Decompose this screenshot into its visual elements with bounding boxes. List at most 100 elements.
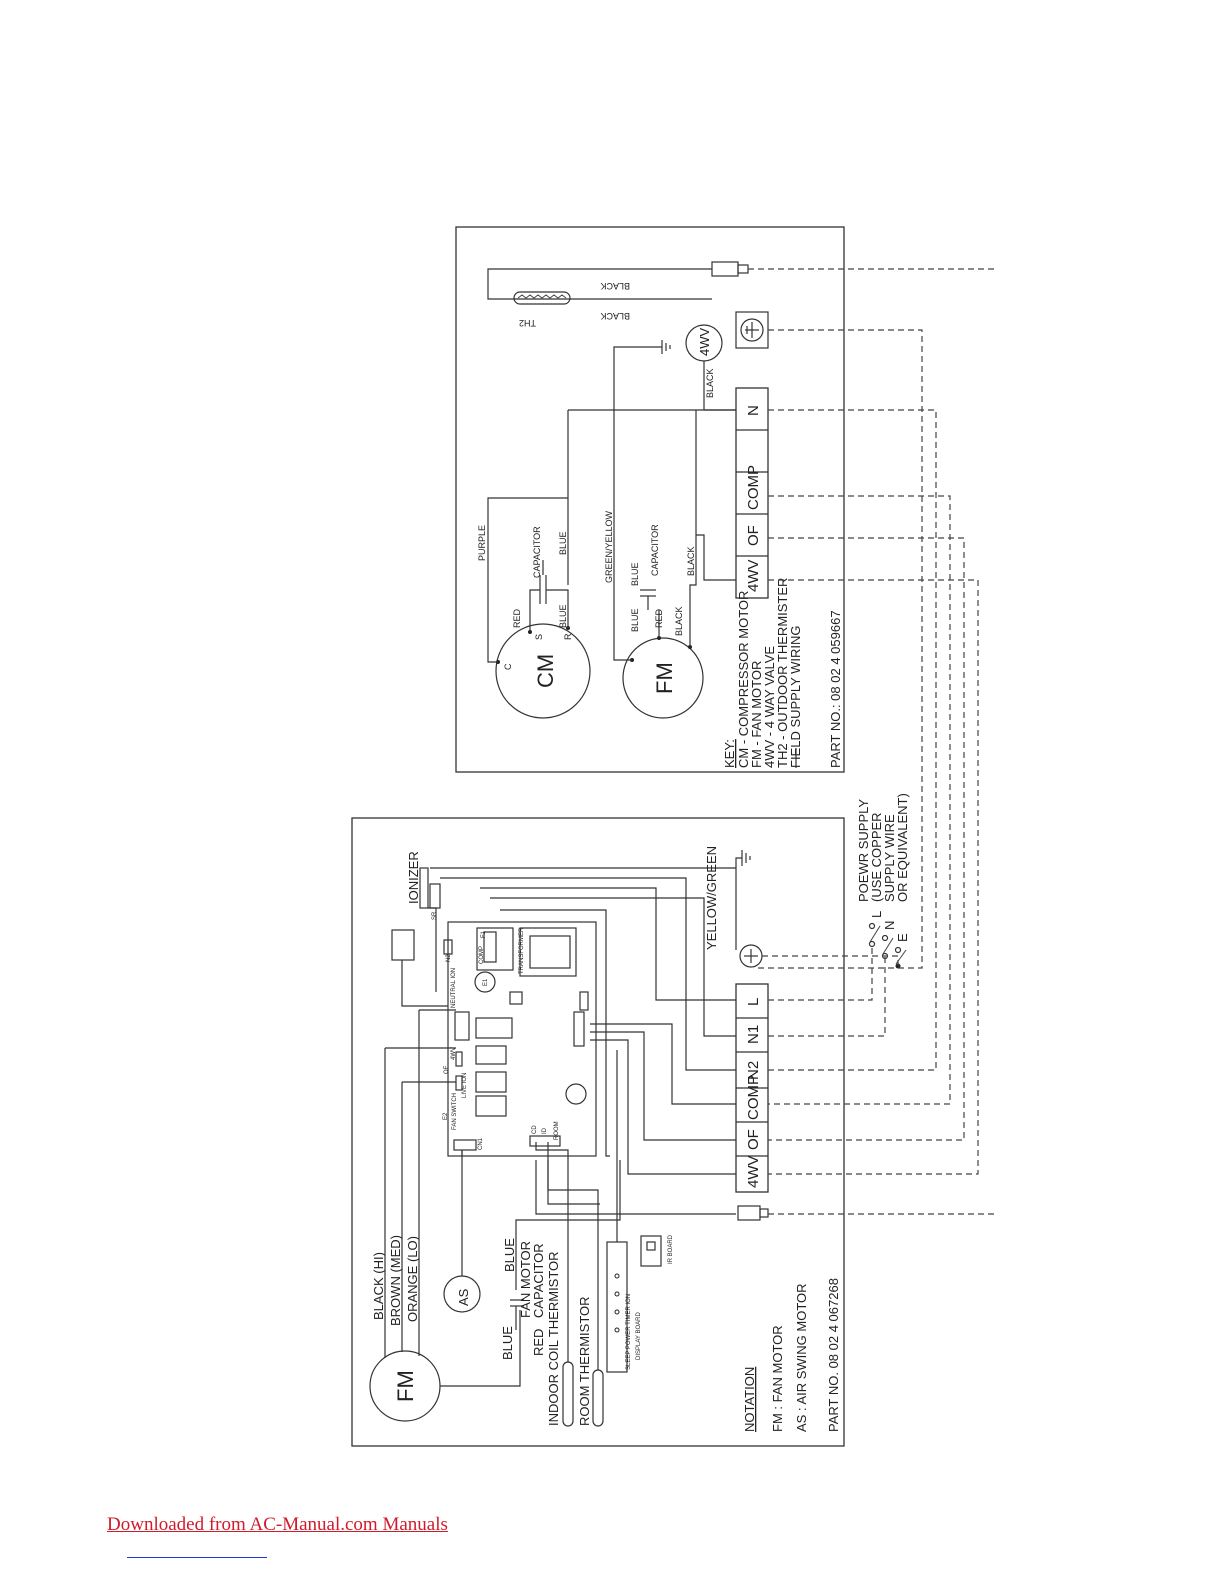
cap-blue-top-label: BLUE bbox=[502, 1238, 517, 1272]
switch-letter-n: N bbox=[882, 921, 897, 930]
indoor-fan-symbol: FM bbox=[393, 1370, 418, 1402]
air-swing-symbol: AS bbox=[456, 1288, 471, 1306]
wire-greenyellow-label: GREEN/YELLOW bbox=[604, 510, 614, 583]
switch-letter-l: L bbox=[869, 911, 884, 918]
indoor-ground: YELLOW/GREEN bbox=[704, 846, 763, 968]
e1-component bbox=[474, 971, 496, 993]
yellow-green-label: YELLOW/GREEN bbox=[704, 846, 719, 950]
fan-red-label: RED bbox=[654, 608, 664, 628]
power-supply-line-1: POEWR SUPPLY bbox=[856, 799, 871, 902]
wire-black-label: BLACK bbox=[686, 546, 696, 576]
ir-board-label: IR BOARD bbox=[668, 1234, 674, 1264]
cap-label-1: FAN MOTOR bbox=[518, 1241, 533, 1318]
outdoor-unit-panel: BLACK BLACK TH2 4WV BLACK bbox=[455, 226, 845, 773]
th2-wire-top-label: BLACK bbox=[600, 281, 630, 291]
outdoor-panel-border bbox=[455, 226, 845, 773]
switch-letter-e: E bbox=[895, 933, 910, 942]
indoor-terminal-block: L N1 N2 COMP OF 4WV bbox=[735, 983, 769, 1221]
main-pcb: TRANSFORMER NEUTRAL ION N2 CN1 FAN SWITC… bbox=[429, 883, 597, 1157]
indoor-unit-panel: FM BLACK (HI) BROWN (MED) ORANGE (LO) AS… bbox=[351, 793, 910, 1447]
pcb-label-sr: SR bbox=[432, 911, 438, 920]
display-board: SLEEP POWER TIMER ION DISPLAY BOARD bbox=[606, 1050, 642, 1373]
wire-hi-label: BLACK (HI) bbox=[371, 1252, 386, 1320]
key-line-fm: FM - FAN MOTOR bbox=[749, 661, 764, 768]
indoor-notation: NOTATION FM : FAN MOTOR AS : AIR SWING M… bbox=[742, 1278, 841, 1432]
pcb-label-fan-switch: FAN SWITCH bbox=[452, 1093, 458, 1130]
air-swing-motor: AS bbox=[443, 1150, 481, 1313]
outdoor-ground-terminal bbox=[735, 311, 769, 349]
power-supply-line-2: (USE COPPER bbox=[869, 812, 884, 902]
indoor-terminal-n1: N1 bbox=[745, 1025, 762, 1044]
indoor-fan-capacitor: BLUE FAN MOTOR CAPACITOR BLUE RED bbox=[500, 1160, 621, 1360]
fan-blue-label: BLUE bbox=[630, 608, 640, 632]
wire-blue-label: BLUE bbox=[558, 531, 568, 555]
indoor-part-number: PART NO. 08 02 4 067268 bbox=[826, 1278, 841, 1432]
cap-blue-left-label: BLUE bbox=[500, 1326, 515, 1360]
indoor-terminal-comp: COMP bbox=[745, 1075, 762, 1120]
power-supply: POEWR SUPPLY (USE COPPER SUPPLY WIRE OR … bbox=[856, 793, 910, 969]
key-line-field: FIELD SUPPLY WIRING bbox=[788, 625, 803, 768]
four-way-valve: 4WV BLACK bbox=[685, 324, 736, 411]
indoor-terminal-of: OF bbox=[745, 1129, 762, 1150]
cap1-blue-label: BLUE bbox=[558, 604, 568, 628]
ionizer: IONIZER bbox=[391, 851, 448, 1007]
key-line-cm: CM - COMPRESSOR MOTOR bbox=[736, 591, 751, 768]
pcb-label-f1: F1 bbox=[481, 930, 487, 938]
outdoor-terminal-n: N bbox=[745, 405, 762, 416]
cap2-label: CAPACITOR bbox=[650, 524, 660, 576]
indoor-terminal-l: L bbox=[745, 998, 762, 1006]
cap-red-label: RED bbox=[531, 1329, 546, 1356]
outdoor-thermistor: BLACK BLACK TH2 bbox=[487, 261, 749, 328]
indoor-fan-motor: FM BLACK (HI) BROWN (MED) ORANGE (LO) bbox=[369, 1010, 521, 1422]
valve-symbol-label: 4WV bbox=[697, 328, 712, 357]
footer-rule bbox=[127, 1557, 267, 1558]
cn1-connector bbox=[453, 1139, 477, 1151]
room-thermistor-label: ROOM THERMISTOR bbox=[577, 1296, 592, 1426]
coil-thermistor-label: INDOOR COIL THERMISTOR bbox=[546, 1251, 561, 1426]
notation-line-as: AS : AIR SWING MOTOR bbox=[794, 1283, 809, 1432]
footer-download-link[interactable]: Downloaded from AC-Manual.com Manuals bbox=[107, 1514, 448, 1535]
compressor-symbol: CM bbox=[533, 654, 558, 688]
key-line-4wv: 4WV - 4 WAY VALVE bbox=[762, 646, 777, 768]
wire-lo-label: ORANGE (LO) bbox=[405, 1236, 420, 1322]
display-keys-label: SLEEP POWER TIMER ION bbox=[626, 1294, 632, 1370]
compressor-circle bbox=[495, 623, 591, 719]
ir-board: IR BOARD bbox=[640, 1234, 674, 1267]
field-supply-wiring bbox=[748, 268, 994, 1215]
indoor-terminal-n2: N2 bbox=[745, 1061, 762, 1080]
outdoor-key: KEY: CM - COMPRESSOR MOTOR FM - FAN MOTO… bbox=[722, 578, 843, 768]
pcb-label-cn1: CN1 bbox=[478, 1137, 484, 1150]
power-supply-line-3: SUPPLY WIRE bbox=[882, 814, 897, 902]
cap1-label: CAPACITOR bbox=[532, 526, 542, 578]
pcb-label-live-ion: LIVE ION bbox=[462, 1073, 468, 1098]
cap1-red-label: RED bbox=[512, 608, 522, 628]
outdoor-terminal-4wv: 4WV bbox=[745, 559, 762, 592]
compressor-pin-c: C bbox=[503, 663, 513, 670]
pcb-label-room: ROOM bbox=[554, 1121, 560, 1140]
compressor-pin-r: R bbox=[563, 633, 573, 640]
power-supply-line-4: OR EQUIVALENT) bbox=[895, 793, 910, 902]
pcb-outline bbox=[447, 921, 597, 1157]
key-line-th2: TH2 - OUTDOOR THERMISTER bbox=[775, 578, 790, 768]
key-title: KEY: bbox=[722, 739, 737, 768]
outdoor-fan-symbol: FM bbox=[652, 662, 677, 694]
pcb-label-cd: CD bbox=[532, 1125, 538, 1134]
indoor-thermistors: INDOOR COIL THERMISTOR ROOM THERMISTOR bbox=[535, 1142, 604, 1427]
notation-line-fm: FM : FAN MOTOR bbox=[770, 1325, 785, 1432]
cap2-blue-top-label: BLUE bbox=[630, 562, 640, 586]
compressor-pin-s: S bbox=[534, 634, 544, 640]
th2-label: TH2 bbox=[519, 318, 536, 328]
transformer-box bbox=[519, 927, 577, 977]
th2-wire-bottom-label: BLACK bbox=[600, 311, 630, 321]
outdoor-fan-motor: FM GREEN/YELLOW BLUE CAPACITOR BLUE RED … bbox=[604, 510, 704, 719]
wire-purple-label: PURPLE bbox=[477, 525, 487, 561]
pcb-label-e1: E1 bbox=[483, 978, 489, 986]
wire-med-label: BROWN (MED) bbox=[388, 1235, 403, 1326]
pcb-label-of: OF bbox=[444, 1065, 450, 1074]
transformer-label: TRANSFORMER bbox=[519, 927, 525, 974]
pcb-label-e2: E2 bbox=[443, 1112, 449, 1120]
indoor-internal-wiring bbox=[385, 867, 737, 1215]
pcb-label-id: ID bbox=[542, 1127, 548, 1134]
fan-black-label: BLACK bbox=[674, 606, 684, 636]
